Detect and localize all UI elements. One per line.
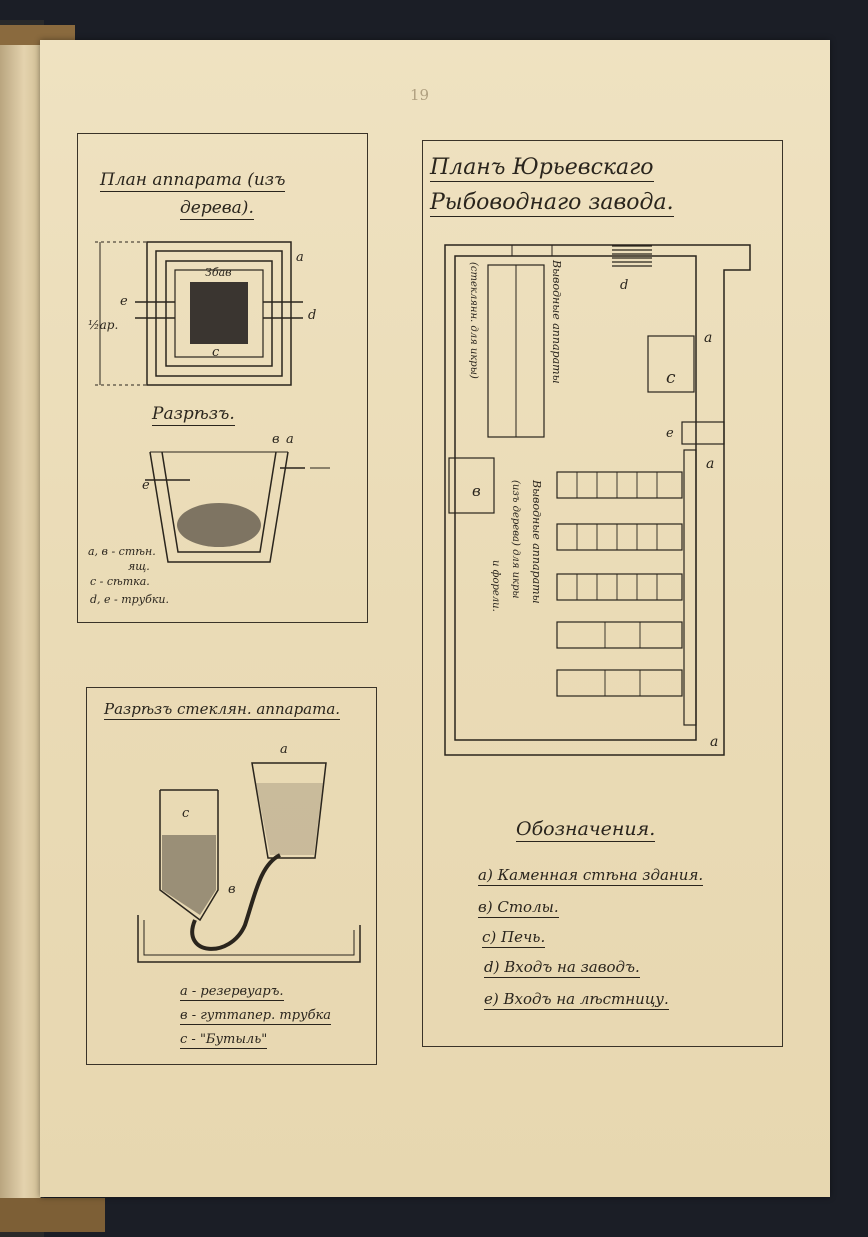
apparatus-plan-title: План аппарата (изъ xyxy=(100,170,286,192)
glass-letter-a: а xyxy=(280,742,288,757)
plant-letter-b: в xyxy=(472,482,481,500)
apparatus-legend-4: d, е - трубки. xyxy=(90,593,169,606)
plant-vlabel-2: (стеклянн. для икры) xyxy=(468,262,479,379)
apparatus-legend-1: а, в - стѣн. xyxy=(88,545,156,558)
apparatus-plan-panel xyxy=(77,133,368,623)
plant-letter-e: е xyxy=(666,426,674,441)
glass-letter-b: в xyxy=(228,882,236,897)
previous-page-edge xyxy=(0,25,41,1220)
apparatus-letter-d: d xyxy=(308,308,317,323)
plant-plan-title-2: Рыбоводнаго завода. xyxy=(430,190,674,217)
plant-plan-panel xyxy=(422,140,783,1047)
plant-legend-4: d) Входъ на заводъ. xyxy=(484,958,640,978)
glass-letter-c: с xyxy=(182,806,190,821)
plant-letter-a-3: а xyxy=(710,734,719,750)
section-title: Разрѣзъ. xyxy=(152,404,235,426)
apparatus-letter-c: с xyxy=(212,345,220,360)
plant-legend-3: с) Печь. xyxy=(482,928,546,948)
plant-legend-5: е) Входъ на лѣстницу. xyxy=(484,990,669,1010)
section-drawing xyxy=(145,451,330,563)
plant-vlabel-5: и форели. xyxy=(490,560,501,612)
page-number: 19 xyxy=(410,86,430,104)
glass-legend-1: а - резервуаръ. xyxy=(180,984,284,1001)
plant-plan-title: Планъ Юрьевскаго xyxy=(430,155,654,182)
apparatus-plan-title-2: дерева). xyxy=(180,198,254,220)
apparatus-letter-a: а xyxy=(296,250,304,265)
section-letter-a: а xyxy=(286,432,294,447)
plant-vlabel-3: Выводные аппараты xyxy=(530,480,543,604)
glass-legend-2: в - гуттапер. трубка xyxy=(180,1008,332,1025)
glass-legend-3: с - "Бутыль" xyxy=(180,1032,268,1049)
page xyxy=(40,40,830,1197)
plant-vlabel-1: Выводные аппараты xyxy=(550,260,563,384)
plant-legend-title: Обозначения. xyxy=(516,818,656,842)
plant-letter-a-1: а xyxy=(704,330,713,346)
plant-legend-1: а) Каменная стѣна здания. xyxy=(478,866,704,886)
plant-floor-plan xyxy=(444,244,751,756)
plant-legend-2: в) Столы. xyxy=(478,898,559,918)
plant-letter-a-2: а xyxy=(706,456,715,472)
apparatus-legend-2: ящ. xyxy=(128,560,150,573)
apparatus-letter-e: е xyxy=(120,294,128,309)
apparatus-plan-drawing xyxy=(95,241,303,386)
binding-tape-bottom xyxy=(0,1198,105,1232)
glass-apparatus-drawing xyxy=(137,762,361,963)
plant-vlabel-4: (изъ дерева) для икры xyxy=(510,480,521,599)
apparatus-letter-top: Збав xyxy=(205,266,232,279)
glass-apparatus-title: Разрѣзъ стеклян. аппарата. xyxy=(104,700,341,720)
plant-letter-c: с xyxy=(666,368,676,388)
plant-letter-d: d xyxy=(620,278,629,293)
apparatus-legend-3: с - сѣтка. xyxy=(90,575,150,588)
section-letter-e: е xyxy=(142,478,150,493)
glass-apparatus-panel xyxy=(86,687,377,1065)
apparatus-dim-label: ½ар. xyxy=(88,318,119,332)
section-letter-b: в xyxy=(272,432,280,447)
